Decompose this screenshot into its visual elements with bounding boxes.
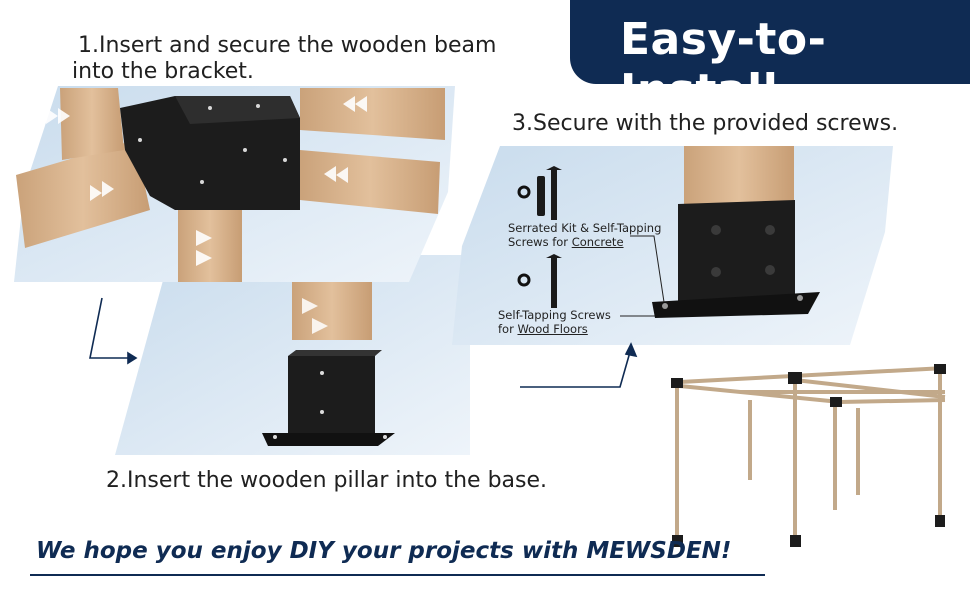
page-title: Easy-to-Install — [620, 14, 827, 116]
cross-bracket — [120, 96, 300, 210]
screw-icon — [551, 170, 557, 220]
bracket-icon — [288, 356, 375, 438]
concrete-screws-prefix: Screws for — [508, 235, 572, 249]
wooden-beam-right — [300, 88, 445, 140]
wooden-post-top — [684, 146, 794, 206]
step-2-panel — [115, 255, 470, 455]
screw-icon — [551, 258, 557, 308]
wooden-post — [178, 210, 242, 282]
wood-screws-line1: Self-Tapping Screws — [498, 308, 611, 322]
wooden-beam-left — [16, 140, 150, 248]
pergola-illustration — [671, 364, 946, 547]
footer-divider — [30, 574, 765, 576]
washer-icon — [517, 185, 531, 199]
step-1-title-line2: into the bracket. — [72, 59, 254, 84]
concrete-link: Concrete — [571, 235, 624, 249]
title-banner — [570, 0, 970, 84]
washer-icon — [517, 273, 531, 287]
wooden-beam-front — [300, 150, 440, 214]
screw-icon — [537, 176, 545, 216]
step-1-panel — [14, 86, 455, 282]
step-3-panel — [452, 146, 893, 345]
wood-floors-link: Wood Floors — [517, 322, 588, 336]
concrete-screws-caption: Serrated Kit & Self-Tapping Screws for C… — [508, 221, 661, 249]
step-3-title: 3.Secure with the provided screws. — [512, 111, 899, 136]
wooden-beam-back — [60, 88, 124, 160]
step-2-title: 2.Insert the wooden pillar into the base… — [106, 468, 548, 493]
arrow-icon — [89, 297, 638, 388]
post-bracket — [678, 200, 795, 306]
footer-slogan: We hope you enjoy DIY your projects with… — [36, 538, 732, 564]
wood-screws-caption: Self-Tapping Screws for Wood Floors — [498, 308, 611, 336]
wood-screws-prefix: for — [498, 322, 518, 336]
arrow-icon — [46, 96, 367, 266]
concrete-screws-line1: Serrated Kit & Self-Tapping — [508, 221, 662, 235]
step-1-title-line1: 1.Insert and secure the wooden beam — [78, 33, 497, 58]
